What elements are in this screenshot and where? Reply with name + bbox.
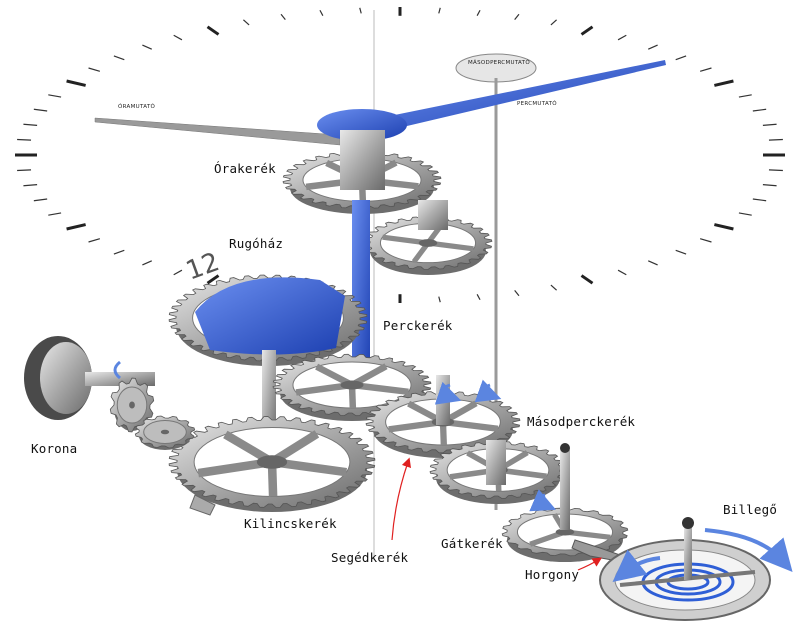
escape-jewel	[560, 443, 570, 453]
dial-tick	[48, 94, 62, 98]
rotation-arrow-third	[434, 381, 462, 405]
minute-shaft	[352, 200, 370, 385]
dial-tick	[88, 238, 101, 243]
crown-transmission-gear	[134, 415, 196, 450]
dial-tick	[738, 94, 752, 98]
label-third-wheel: Segédkerék	[331, 550, 409, 565]
intermediate-pinion	[418, 200, 448, 230]
label-minute-wheel: Perckerék	[383, 318, 453, 333]
dial-tick	[714, 79, 734, 87]
dial-tick	[514, 290, 520, 297]
dial-tick	[762, 123, 777, 126]
dial-tick	[33, 108, 48, 112]
rotation-arrow-crown	[113, 360, 121, 380]
dial-tick	[675, 55, 687, 61]
dial-tick	[752, 108, 767, 112]
dial-tick	[88, 67, 101, 72]
dial-tick	[752, 198, 767, 202]
second-hand-label: MÁSODPERCMUTATÓ	[468, 60, 530, 66]
dial-tick	[768, 138, 783, 141]
dial-tick	[768, 169, 783, 172]
minute-hand-label: PERCMUTATÓ	[517, 101, 557, 107]
dial-tick	[142, 44, 152, 50]
dial-tick	[66, 223, 86, 231]
gear-hub	[418, 239, 438, 247]
dial-tick	[438, 296, 441, 303]
minute-hand	[380, 60, 666, 130]
rotation-arrow-balance-right	[704, 528, 793, 573]
center-pinion	[340, 130, 385, 190]
dial-tick	[617, 269, 627, 276]
rotation-arrow-second	[474, 379, 502, 403]
dial-tick	[699, 238, 712, 243]
dial-tick	[319, 9, 324, 16]
dial-tick	[648, 44, 658, 50]
dial-tick	[206, 274, 220, 285]
third-wheel-arbor	[436, 375, 450, 425]
dial-tick	[550, 284, 557, 291]
ratchet-wheel-gear	[168, 416, 376, 512]
dial-tick	[173, 269, 183, 276]
label-ratchet-wheel: Kilincskerék	[244, 516, 337, 531]
crown-pinion-gear	[109, 377, 155, 433]
dial-tick	[476, 294, 481, 301]
dial-tick	[142, 260, 152, 266]
dial-tick	[48, 212, 62, 216]
crown	[24, 336, 155, 420]
anchor-pointer	[577, 557, 603, 571]
hour-hand	[94, 117, 341, 146]
dial-tick	[648, 260, 658, 266]
dial-tick	[675, 249, 687, 255]
label-escape-wheel: Gátkerék	[441, 536, 503, 551]
gear-hub	[129, 401, 135, 409]
dial-tick	[280, 13, 286, 20]
second-wheel-pinion	[486, 440, 506, 485]
dial-tick	[113, 249, 125, 255]
dial-tick	[738, 212, 752, 216]
escape-wheel-arbor	[560, 450, 570, 530]
dial-tick	[617, 34, 627, 41]
dial-tick	[580, 25, 594, 36]
label-balance: Billegő	[723, 502, 778, 517]
ratchet-click	[189, 494, 216, 516]
gear-hub	[160, 429, 170, 435]
dial-tick	[714, 223, 734, 231]
label-barrel: Rugóház	[229, 236, 284, 251]
third-wheel-pointer	[391, 457, 411, 541]
hour-hand-label: ÓRAMUTATÓ	[118, 104, 156, 110]
rotation-arrow-escape	[529, 489, 557, 512]
label-second-wheel: Másodperckerék	[527, 414, 636, 429]
dial-tick	[33, 198, 48, 202]
dial-tick	[550, 19, 557, 26]
label-hour-wheel: Órakerék	[214, 161, 276, 176]
dial-tick	[17, 138, 32, 141]
dial-tick	[66, 79, 86, 87]
dial-tick	[17, 169, 32, 172]
dial-tick	[514, 13, 520, 20]
dial-tick	[580, 274, 594, 285]
dial-tick	[173, 34, 183, 41]
dial-tick	[476, 9, 481, 16]
dial-tick	[206, 25, 220, 36]
dial-tick	[243, 19, 250, 26]
gear-hub	[256, 455, 288, 469]
label-anchor: Horgony	[525, 567, 580, 582]
dial-tick	[113, 55, 125, 61]
balance-wheel	[599, 517, 771, 621]
intermediate-gear	[363, 216, 493, 275]
dial-tick	[762, 184, 777, 187]
dial-tick	[23, 184, 38, 187]
dial-tick	[359, 7, 362, 14]
rotation-arrow-balance-left	[612, 549, 661, 582]
dial-tick	[438, 7, 441, 14]
gear-hub	[340, 380, 364, 390]
dial-tick	[699, 67, 712, 72]
label-crown: Korona	[31, 441, 78, 456]
dial-ticks	[15, 7, 785, 303]
mainspring	[195, 277, 345, 355]
dial-tick	[23, 123, 38, 126]
gear-hub	[555, 528, 575, 536]
